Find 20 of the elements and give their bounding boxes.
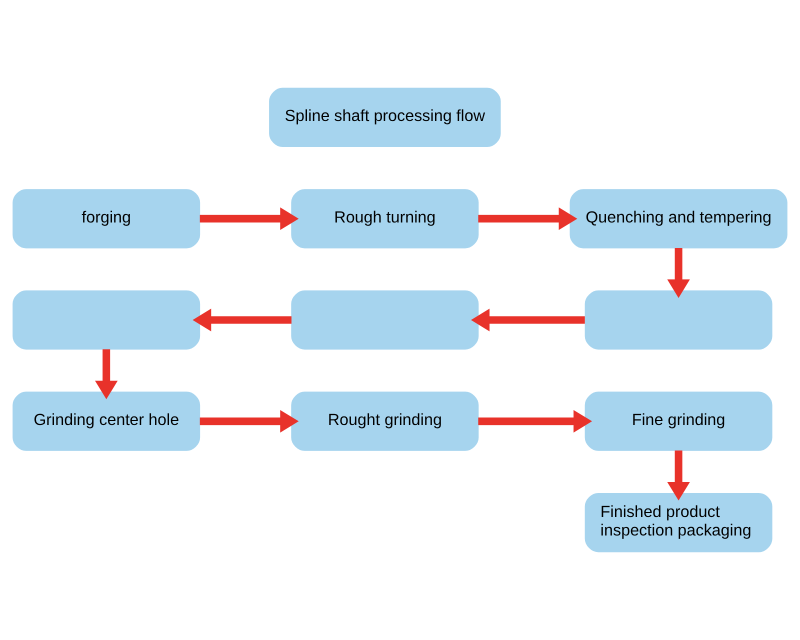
- node-box: Quenching and tempering: [570, 189, 788, 248]
- node-box: Spline shaft processing flow: [269, 88, 501, 148]
- node-box: Grinding center hole: [12, 392, 200, 451]
- node-box: [291, 290, 479, 350]
- node-box: Rough turning: [291, 189, 479, 248]
- node-box: [584, 290, 772, 350]
- node-box: [12, 290, 200, 350]
- arrow: [200, 410, 299, 433]
- arrow: [667, 248, 690, 298]
- node-box: Fine grinding: [584, 392, 772, 451]
- arrow: [478, 207, 578, 230]
- arrow: [200, 207, 299, 230]
- arrow: [478, 410, 592, 433]
- arrow: [95, 349, 118, 400]
- node-box: forging: [12, 189, 200, 248]
- arrow: [667, 450, 690, 501]
- arrow: [192, 308, 292, 332]
- node-box: Finished product inspection packaging: [584, 492, 772, 552]
- arrow: [471, 308, 585, 332]
- node-box: Rought grinding: [291, 392, 479, 451]
